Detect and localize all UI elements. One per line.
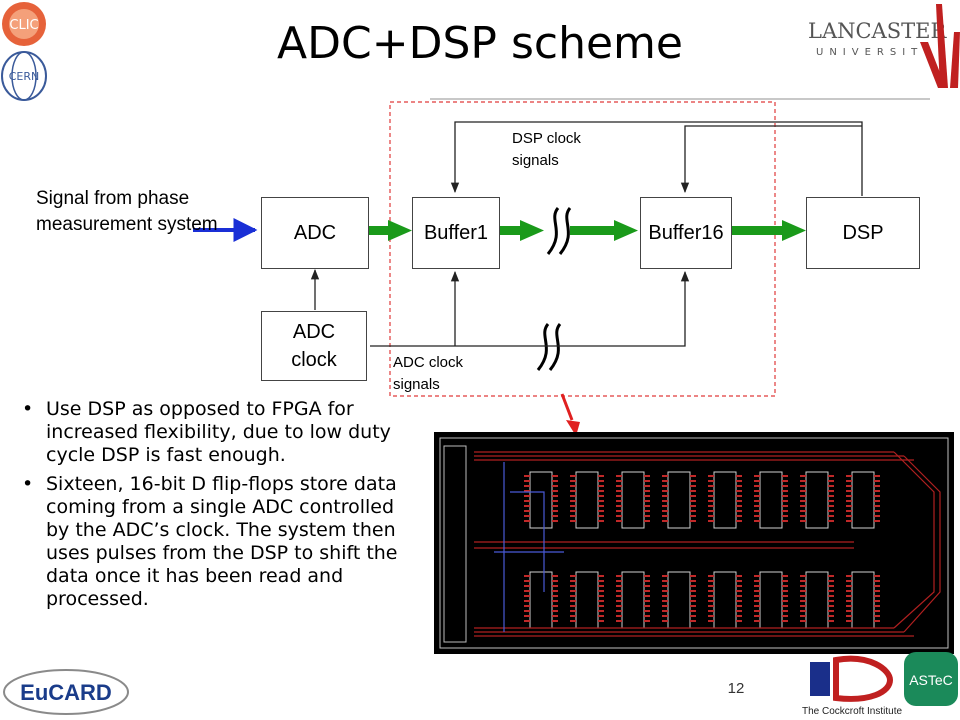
pcb-traces <box>474 451 941 637</box>
pcb-layout-image <box>434 432 954 654</box>
buffer1-block: Buffer1 <box>412 197 500 269</box>
cockcroft-text: The Cockcroft Institute <box>802 706 902 717</box>
university-text: UNIVERSITY <box>816 47 935 58</box>
data-path-arrows <box>368 220 806 241</box>
adc-clock-signals-label: ADC clock signals <box>393 354 464 393</box>
clic-logo-text: CLIC <box>9 18 38 33</box>
bullet-list: Use DSP as opposed to FPGA for increased… <box>18 398 408 617</box>
lancaster-text: LANCASTER <box>808 19 947 43</box>
page-number: 12 <box>727 680 745 697</box>
bullet-item: Sixteen, 16-bit D flip-flops store data … <box>18 473 408 611</box>
lancaster-logo: LANCASTER UNIVERSITY <box>808 4 960 88</box>
buffer16-block: Buffer16 <box>640 197 732 269</box>
pcb-blue-traces <box>494 462 564 632</box>
adc-block: ADC <box>261 197 369 269</box>
astec-text: ASTeC <box>909 672 953 688</box>
title-rule <box>430 98 930 100</box>
adc-clock-block: ADC clock <box>261 311 367 381</box>
break-marks <box>536 207 572 371</box>
cockcroft-astec-logos: ASTeC The Cockcroft Institute <box>802 652 958 717</box>
block-diagram <box>193 101 863 397</box>
cern-logo-text: CERN <box>9 70 40 83</box>
clic-cern-logo: CLIC CERN <box>1 2 47 101</box>
bullet-item: Use DSP as opposed to FPGA for increased… <box>18 398 408 467</box>
adc-clock-lines <box>310 268 690 347</box>
slide-title: ADC+DSP scheme <box>277 18 683 69</box>
signal-label: Signal from phase measurement system <box>36 188 218 235</box>
eucard-text: EuCARD <box>20 680 112 705</box>
dsp-clock-lines <box>450 121 863 196</box>
dashed-region <box>389 101 776 397</box>
eucard-logo: EuCARD <box>3 669 129 715</box>
dsp-block: DSP <box>806 197 920 269</box>
dsp-clock-signals-label: DSP clock signals <box>512 130 581 169</box>
